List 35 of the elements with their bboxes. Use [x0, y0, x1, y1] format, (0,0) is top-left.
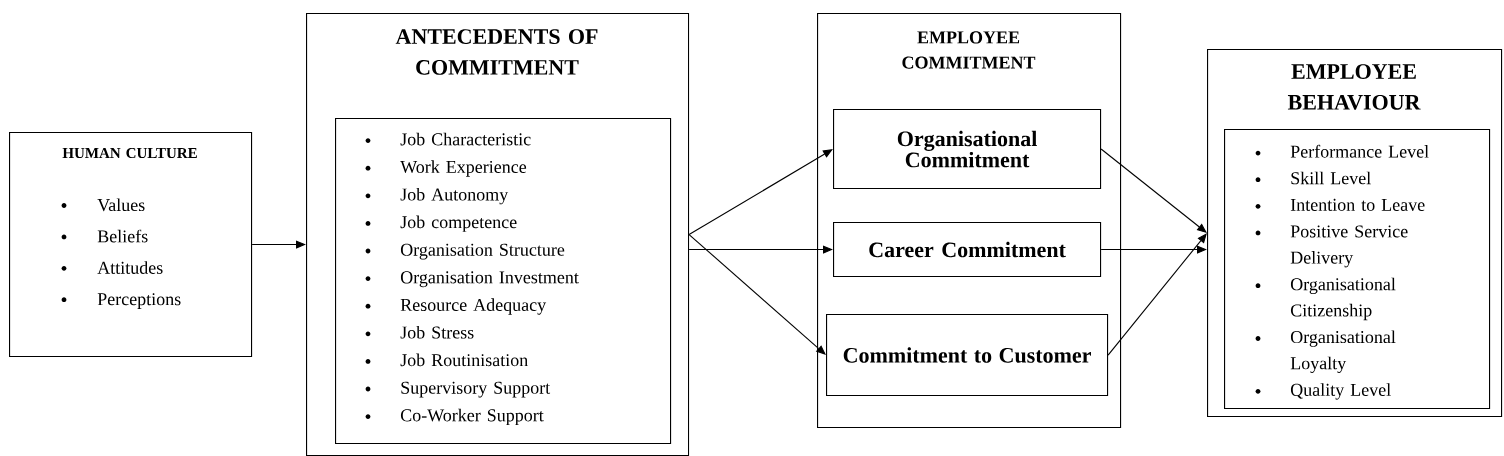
heading: ANTECEDENTS OF COMMITMENT — [395, 29, 598, 75]
arrow — [251, 240, 306, 249]
list-item: Positive Service Delivery — [1255, 225, 1408, 268]
list-item: Skill Level — [1255, 171, 1371, 185]
heading: HUMAN CULTURE — [62, 147, 197, 159]
commitment-box: Commitment to Customer — [826, 314, 1109, 397]
heading: EMPLOYEE COMMITMENT — [902, 31, 1036, 69]
commitment-box: Career Commitment — [833, 222, 1102, 278]
arrow — [1100, 148, 1207, 233]
list-item: Supervisory Support — [365, 381, 551, 398]
arrow — [688, 149, 833, 236]
list-item: Attitudes — [61, 261, 163, 274]
list-item: Values — [61, 198, 145, 212]
list-item: Intention to Leave — [1255, 198, 1425, 211]
arrow — [1107, 233, 1207, 356]
list-item: Co-Worker Support — [365, 408, 544, 426]
list-item: Job competence — [365, 215, 517, 232]
list-item: Organisation Structure — [365, 243, 565, 260]
list-item: Work Experience — [365, 160, 527, 177]
list-item: Organisational Citizenship — [1255, 277, 1396, 321]
list-item: Job Autonomy — [365, 187, 509, 205]
list-item: Organisation Investment — [365, 271, 579, 288]
list-item: Job Routinisation — [365, 353, 528, 367]
list-item: Beliefs — [61, 229, 148, 243]
list-item: Organisational Loyalty — [1255, 330, 1396, 374]
list-item: Performance Level — [1255, 144, 1429, 158]
arrow — [1100, 245, 1207, 254]
list-item: Job Characteristic — [365, 132, 531, 146]
commitment-box: Organisational Commitment — [833, 109, 1102, 190]
list-item: Resource Adequacy — [365, 298, 547, 315]
list-item: Quality Level — [1255, 383, 1391, 400]
list-item: Job Stress — [365, 325, 474, 339]
list-item: Perceptions — [61, 293, 181, 309]
heading: EMPLOYEE BEHAVIOUR — [1287, 64, 1421, 110]
arrow — [688, 245, 833, 254]
